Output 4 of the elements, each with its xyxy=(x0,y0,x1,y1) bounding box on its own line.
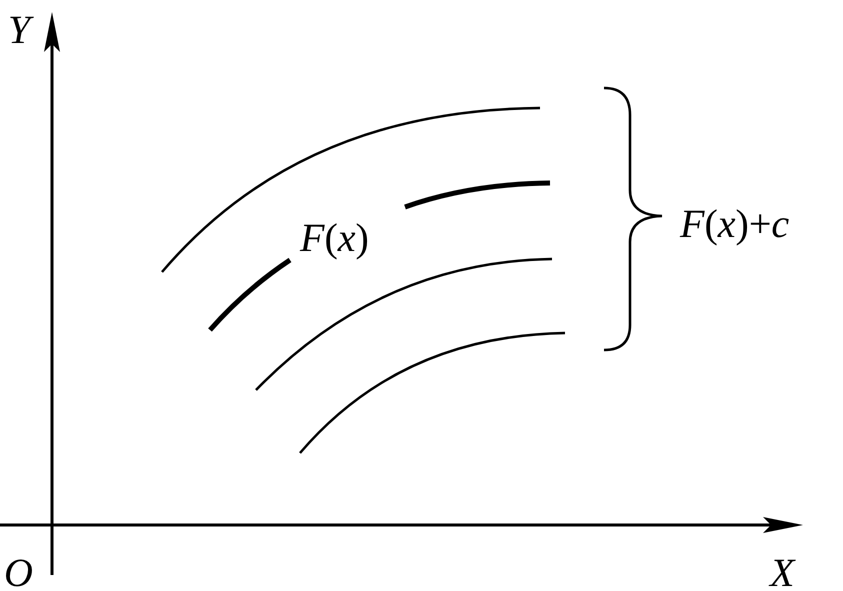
curve-label: F(x)+c xyxy=(680,204,790,244)
axis-label: O xyxy=(4,553,33,591)
axis-label: X xyxy=(770,553,794,591)
curve-label: F(x) xyxy=(300,218,369,258)
